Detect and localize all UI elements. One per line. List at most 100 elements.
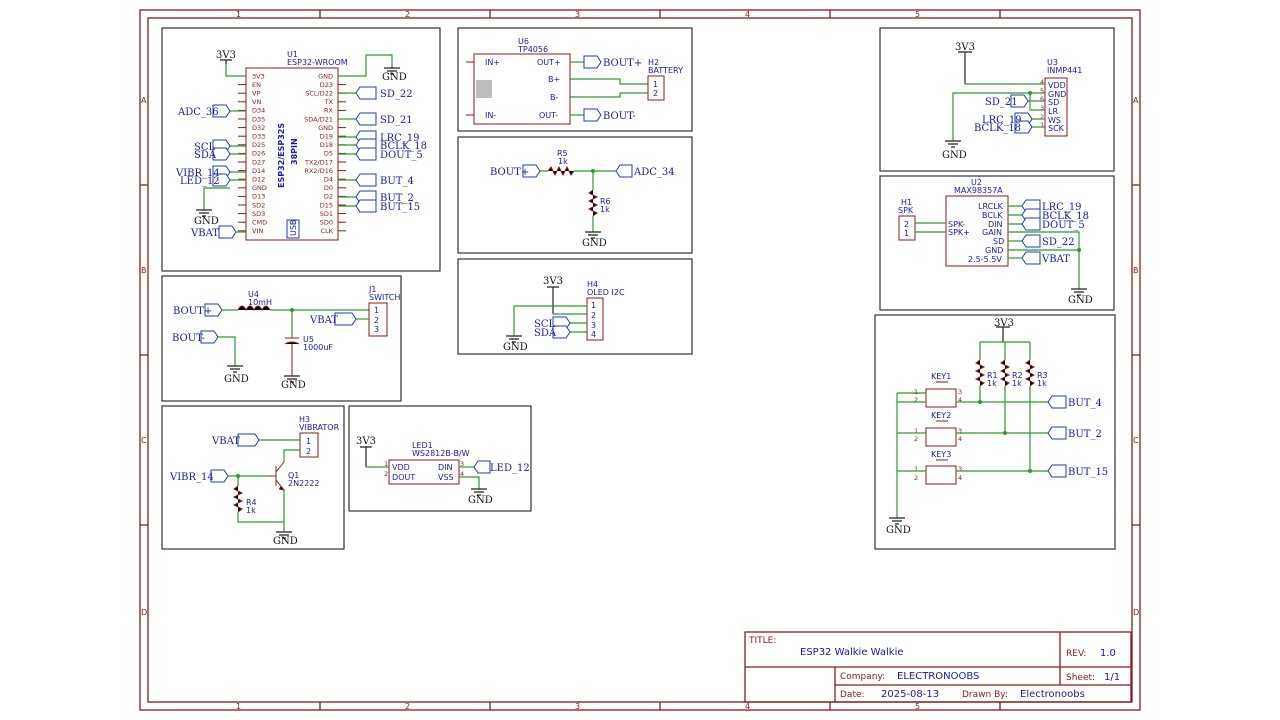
esp32-left-pin-label: VP bbox=[252, 90, 260, 98]
esp32-right-pin-label: SCL/D22 bbox=[305, 90, 333, 98]
esp32-left-pin-label: D33 bbox=[252, 133, 265, 141]
grid-col-4b: 4 bbox=[745, 702, 750, 711]
grid-col-1b: 1 bbox=[236, 702, 241, 711]
net-but4-2: BUT_4 bbox=[1068, 398, 1102, 409]
amp-pin-din: DIN bbox=[988, 220, 1003, 229]
section-oled bbox=[457, 258, 693, 355]
net-but2: BUT_2 bbox=[380, 193, 414, 204]
r6-value: 1k bbox=[600, 205, 610, 214]
esp32-right-pin-label: GND bbox=[318, 72, 333, 80]
mic-pin-ws: WS bbox=[1048, 116, 1061, 125]
r3-symbol bbox=[1024, 359, 1036, 387]
esp32-left-pin-label: D26 bbox=[252, 150, 265, 158]
net-bclk18-2: BCLK_18 bbox=[974, 123, 1021, 134]
section-vibrator bbox=[161, 405, 345, 550]
junction-keys-2 bbox=[1003, 431, 1007, 435]
tp4056-body bbox=[473, 53, 571, 125]
vibrator-connector bbox=[299, 432, 319, 458]
net-vibr14-flag-2 bbox=[210, 469, 229, 483]
oled-module: H4 OLED I2C 1 2 3 4 3V3 GND SCL SDA bbox=[503, 276, 625, 353]
grid-col-5b: 5 bbox=[915, 702, 920, 711]
esp32-left-pin-label: D32 bbox=[252, 124, 265, 132]
net-led12-flag-2 bbox=[473, 460, 491, 474]
title-block: TITLE: ESP32 Walkie Walkie REV: 1.0 Comp… bbox=[744, 631, 1132, 703]
speaker-pin-1: 1 bbox=[904, 229, 909, 238]
led-pin-num-4: 4 bbox=[460, 470, 464, 478]
grid-row-b: B bbox=[141, 266, 147, 275]
mic-pin-vdd: VDD bbox=[1048, 81, 1066, 90]
grid-labels: 1 2 3 4 5 1 2 3 4 5 A B C D A B C D bbox=[141, 10, 1139, 711]
net-led12-flag bbox=[212, 173, 231, 187]
r5-ref: R5 bbox=[557, 149, 568, 158]
net-vbat-3: VBAT bbox=[211, 436, 240, 447]
section-charger bbox=[457, 27, 693, 132]
led-pin-vss: VSS bbox=[438, 473, 454, 482]
net-adc36-flag bbox=[212, 104, 231, 118]
oled-pin-2: 2 bbox=[591, 311, 596, 320]
junction-amp bbox=[1077, 248, 1081, 252]
net-boutp-2: BOUT+ bbox=[490, 167, 529, 178]
company-label: Company: bbox=[840, 672, 885, 682]
r6-symbol bbox=[587, 189, 599, 217]
mic-pin-num-1: 1 bbox=[1040, 121, 1044, 129]
led-gnd: GND bbox=[468, 495, 493, 506]
esp32-left-nets: ADC_36 SCL SDA VIBR_14 LED_12 VBAT bbox=[175, 104, 246, 239]
mic-3v3-label: 3V3 bbox=[955, 42, 975, 53]
key2: KEY2 12 34 BUT_2 bbox=[897, 411, 1102, 447]
esp32-right-pin-label: D4 bbox=[324, 176, 333, 184]
charger-module: U6 TP4056 IN+ IN- OUT+ B+ B- OUT- BOUT+ … bbox=[466, 37, 683, 125]
capacitor-symbol bbox=[284, 337, 300, 376]
svg-text:1: 1 bbox=[914, 427, 918, 435]
keys-3v3-label: 3V3 bbox=[994, 318, 1014, 329]
r2-value: 1k bbox=[1012, 379, 1022, 388]
mic-pin-gnd: GND bbox=[1048, 90, 1066, 99]
junction-vib bbox=[236, 474, 240, 478]
grid-row-a-r: A bbox=[1133, 96, 1139, 105]
vibrator-pin-2: 2 bbox=[306, 447, 311, 456]
switch-pin-3: 3 bbox=[374, 325, 379, 334]
power-gnd-2: GND bbox=[281, 380, 306, 391]
mic-gnd: GND bbox=[942, 150, 967, 161]
net-boutm-flag-1 bbox=[583, 108, 602, 122]
esp32-right-pin-label: SD0 bbox=[320, 219, 333, 227]
oled-pin-3: 3 bbox=[591, 321, 596, 330]
esp32-right-pin-label: TX bbox=[324, 98, 334, 106]
tp4056-pin-inm: IN- bbox=[485, 111, 496, 120]
net-but2-flag-2 bbox=[1047, 426, 1067, 440]
net-but15-2: BUT_15 bbox=[1068, 467, 1108, 478]
speaker-pin-2: 2 bbox=[904, 220, 909, 229]
battery-pin-2: 2 bbox=[653, 89, 658, 98]
esp32-left-pin-label: D27 bbox=[252, 158, 265, 166]
esp32-gnd-label: GND bbox=[382, 72, 407, 83]
battery-ref: H2 bbox=[648, 58, 659, 67]
net-sda-flag bbox=[212, 147, 231, 161]
esp32-right-pins: GNDD23SCL/D22TXRXSDA/D21GNDD19D18D5TX2/D… bbox=[304, 72, 346, 235]
title-value: ESP32 Walkie Walkie bbox=[800, 647, 904, 658]
grid-col-2b: 2 bbox=[405, 702, 410, 711]
r2-ref: R2 bbox=[1012, 371, 1023, 380]
esp32-right-pin-label: D23 bbox=[320, 81, 333, 89]
battery-value: BATTERY bbox=[648, 66, 683, 75]
esp32-right-pin-label: D18 bbox=[320, 141, 333, 149]
led-3v3-label: 3V3 bbox=[356, 436, 376, 447]
amp-pin-vin: 2.5-5.5V bbox=[968, 255, 1002, 264]
switch-pin-2: 2 bbox=[374, 316, 379, 325]
amp-pin-gain: GAIN bbox=[982, 228, 1002, 237]
net-but15-flag-2 bbox=[1047, 464, 1067, 478]
vibrator-gnd: GND bbox=[273, 536, 298, 547]
r4-symbol bbox=[232, 485, 244, 513]
power-module: BOUT+ U4 10mH U5 1000uF GND BOUT- GND J1… bbox=[172, 285, 400, 391]
section-keys bbox=[874, 314, 1116, 550]
usb-marker bbox=[286, 219, 300, 239]
junction-power bbox=[290, 308, 294, 312]
r1-ref: R1 bbox=[987, 371, 998, 380]
grid-row-d: D bbox=[141, 608, 147, 617]
vibrator-module: H3 VIBRATOR 1 2 VBAT VIBR_14 Q1 2N2222 R… bbox=[169, 415, 340, 547]
esp32-right-pin-label: RX bbox=[324, 107, 334, 115]
esp32-left-pin-label: VN bbox=[252, 98, 261, 106]
net-dout5-flag-2 bbox=[1021, 217, 1041, 231]
amp-pin-spkm: SPK- bbox=[948, 220, 965, 229]
amp-pin-sd: SD bbox=[993, 237, 1004, 246]
mic-pin-num-5: 5 bbox=[1040, 87, 1044, 95]
